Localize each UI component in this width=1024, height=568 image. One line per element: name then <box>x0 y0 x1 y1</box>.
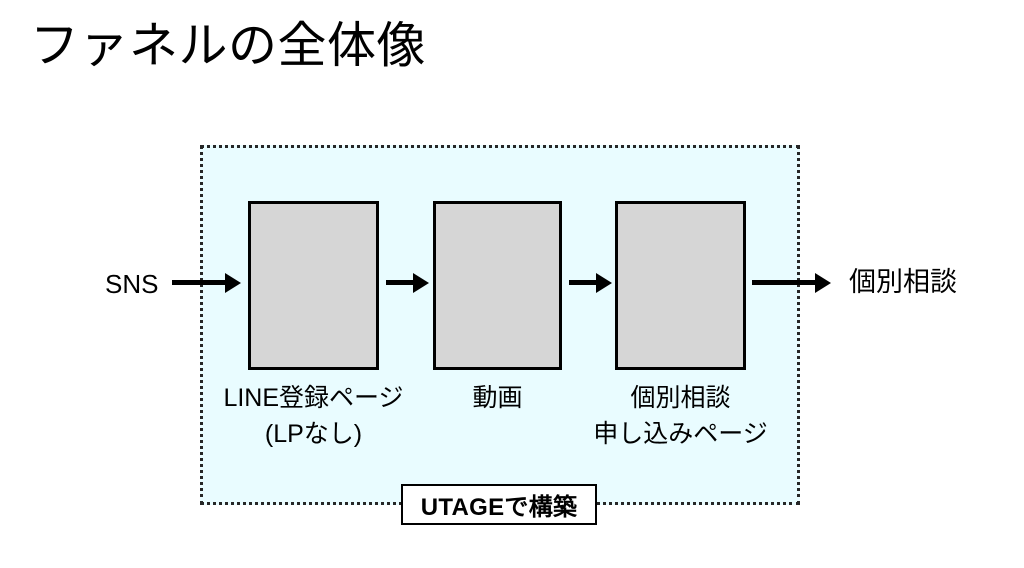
arrow-head <box>596 273 612 293</box>
funnel-exit-label: 個別相談 <box>849 267 957 297</box>
step-caption-line-registration-page: LINE登録ページ (LPなし) <box>223 384 404 448</box>
arrow-right-icon-step1-to-step2 <box>386 273 429 293</box>
arrow-shaft <box>752 280 817 285</box>
utage-badge-label: UTAGEで構築 <box>420 494 578 521</box>
arrow-head <box>815 273 831 293</box>
arrow-right-icon-step2-to-step3 <box>569 273 612 293</box>
arrow-right-icon-entry <box>172 273 241 293</box>
arrow-shaft <box>172 280 227 285</box>
utage-badge: UTAGEで構築 <box>401 484 597 525</box>
funnel-entry-label: SNS <box>105 269 159 299</box>
arrow-shaft <box>386 280 415 285</box>
arrow-head <box>413 273 429 293</box>
step-box-line-registration-page <box>248 201 379 370</box>
arrow-shaft <box>569 280 598 285</box>
step-box-video <box>433 201 562 370</box>
arrow-right-icon-exit <box>752 273 831 293</box>
step-caption-consultation-application-page: 個別相談 申し込みページ <box>593 384 768 448</box>
step-box-consultation-application-page <box>615 201 746 370</box>
arrow-head <box>225 273 241 293</box>
step-caption-video: 動画 <box>472 384 523 412</box>
page-title: ファネルの全体像 <box>30 19 427 73</box>
